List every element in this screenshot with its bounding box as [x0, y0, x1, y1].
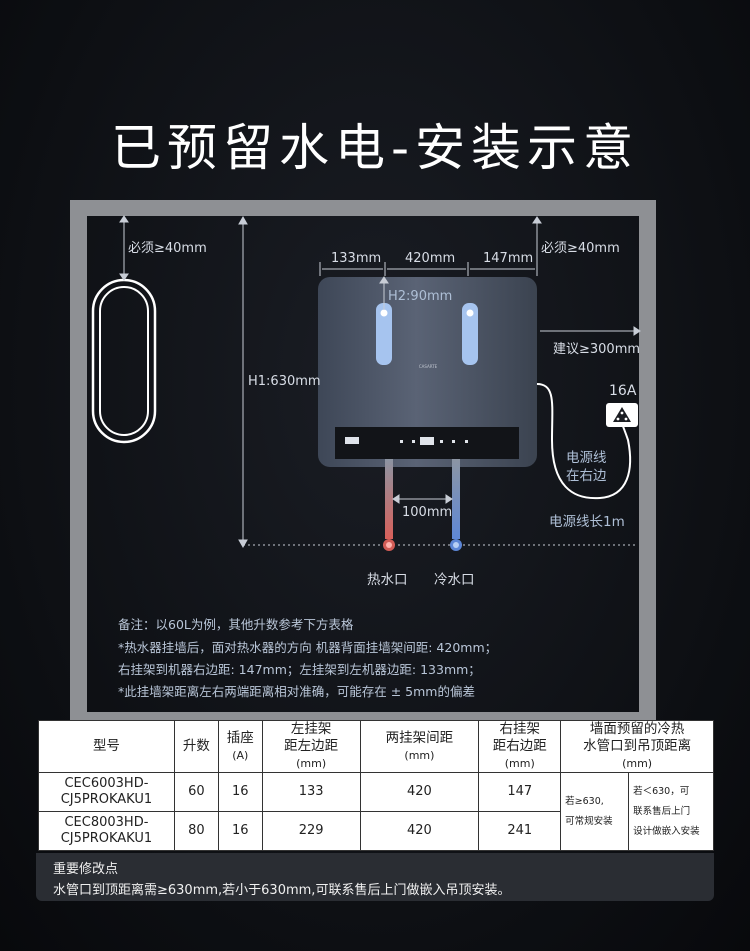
spec-table: 型号 升数 插座(A) 左挂架距左边距(mm) 两挂架间距(mm) 右挂架距右边…: [38, 720, 714, 851]
bracket-span-label: 420mm: [405, 251, 456, 266]
h2-label: H2:90mm: [388, 289, 453, 304]
socket-rating-label: 16A: [609, 383, 637, 399]
cell-left-offset: 229: [261, 811, 361, 851]
page-title: 已预留水电-安装示意: [110, 119, 640, 177]
h2-dimension-line: [379, 276, 389, 310]
cell-socket: 16: [217, 772, 263, 812]
table-header-row: 型号 升数 插座(A) 左挂架距左边距(mm) 两挂架间距(mm) 右挂架距右边…: [38, 720, 714, 773]
cell-left-offset: 133: [261, 772, 361, 812]
side-gap-label: 建议≥300mm: [553, 342, 641, 357]
header-socket: 插座(A): [217, 720, 263, 773]
power-side-label-line1: 电源线: [566, 450, 607, 466]
pipe-gap-label: 100mm: [402, 505, 453, 520]
hot-outlet-label: 热水口: [367, 572, 408, 588]
note-line: *热水器挂墙后，面对热水器的方向 机器背面挂墙架间距: 420mm；: [118, 640, 498, 655]
header-model: 型号: [38, 720, 175, 773]
cell-right-offset: 241: [478, 811, 562, 851]
left-top-gap-arrow: [119, 215, 129, 281]
cell-bracket-span: 420: [359, 811, 480, 851]
left-top-gap-label: 必须≥40mm: [128, 241, 207, 256]
footer-text: 水管口到顶距离需≥630mm,若小于630mm,可联系售后上门做嵌入吊顶安装。: [53, 883, 511, 898]
right-top-gap-arrow: [532, 216, 542, 276]
cold-outlet-label: 冷水口: [434, 572, 475, 588]
cell-capacity: 80: [173, 811, 219, 851]
cell-model: CEC6003HD-CJ5PROKAKU1: [38, 772, 175, 812]
cell-capacity: 60: [173, 772, 219, 812]
top-width-dimensions: [319, 262, 538, 276]
side-gap-arrow: [540, 326, 641, 336]
header-right-offset: 右挂架距右边距(mm): [478, 720, 562, 773]
svg-text:CASARTE: CASARTE: [419, 364, 438, 369]
water-pipes: [383, 459, 462, 551]
h1-label: H1:630mm: [248, 374, 321, 389]
cell-model: CEC8003HD-CJ5PROKAKU1: [38, 811, 175, 851]
header-left-offset: 左挂架距左边距(mm): [261, 720, 361, 773]
note-line: 右挂架到机器右边距: 147mm；左挂架到左机器边距: 133mm；: [118, 662, 481, 677]
power-length-label: 电源线长1m: [549, 514, 625, 530]
mirror: [91, 278, 157, 444]
header-ceiling-distance: 墙面预留的冷热水管口到吊顶距离(mm): [560, 720, 714, 773]
header-bracket-span: 两挂架间距(mm): [359, 720, 480, 773]
power-socket: [606, 403, 638, 427]
right-top-gap-label: 必须≥40mm: [541, 241, 620, 256]
note-line: *此挂墙架距离左右两端距离相对准确，可能存在 ± 5mm的偏差: [118, 684, 475, 699]
cell-right-offset: 147: [478, 772, 562, 812]
wall-bottom: [70, 712, 656, 720]
cell-ceiling-normal: 若≥630,可常规安装: [560, 772, 630, 851]
cell-socket: 16: [217, 811, 263, 851]
footer-heading: 重要修改点: [53, 862, 119, 877]
wall-frame: [70, 200, 656, 720]
h1-dimension-line: [238, 215, 635, 549]
cell-bracket-span: 420: [359, 772, 480, 812]
header-capacity: 升数: [173, 720, 219, 773]
power-side-label-line2: 在右边: [566, 468, 607, 484]
cell-ceiling-embedded: 若＜630，可联系售后上门设计做嵌入安装: [628, 772, 714, 851]
important-change-note: 重要修改点 水管口到顶距离需≥630mm,若小于630mm,可联系售后上门做嵌入…: [36, 853, 714, 901]
left-offset-label: 133mm: [331, 251, 382, 266]
water-heater: CASARTE: [318, 277, 537, 467]
table-row: CEC6003HD-CJ5PROKAKU1 60 16 133 420 147 …: [38, 772, 714, 851]
note-line: 备注：以60L为例，其他升数参考下方表格: [118, 617, 354, 632]
pipe-gap-arrow: [392, 494, 453, 504]
table-row: CEC8003HD-CJ5PROKAKU1 80 16 229 420 241: [38, 811, 714, 851]
power-cable: [536, 383, 632, 500]
right-offset-label: 147mm: [483, 251, 534, 266]
